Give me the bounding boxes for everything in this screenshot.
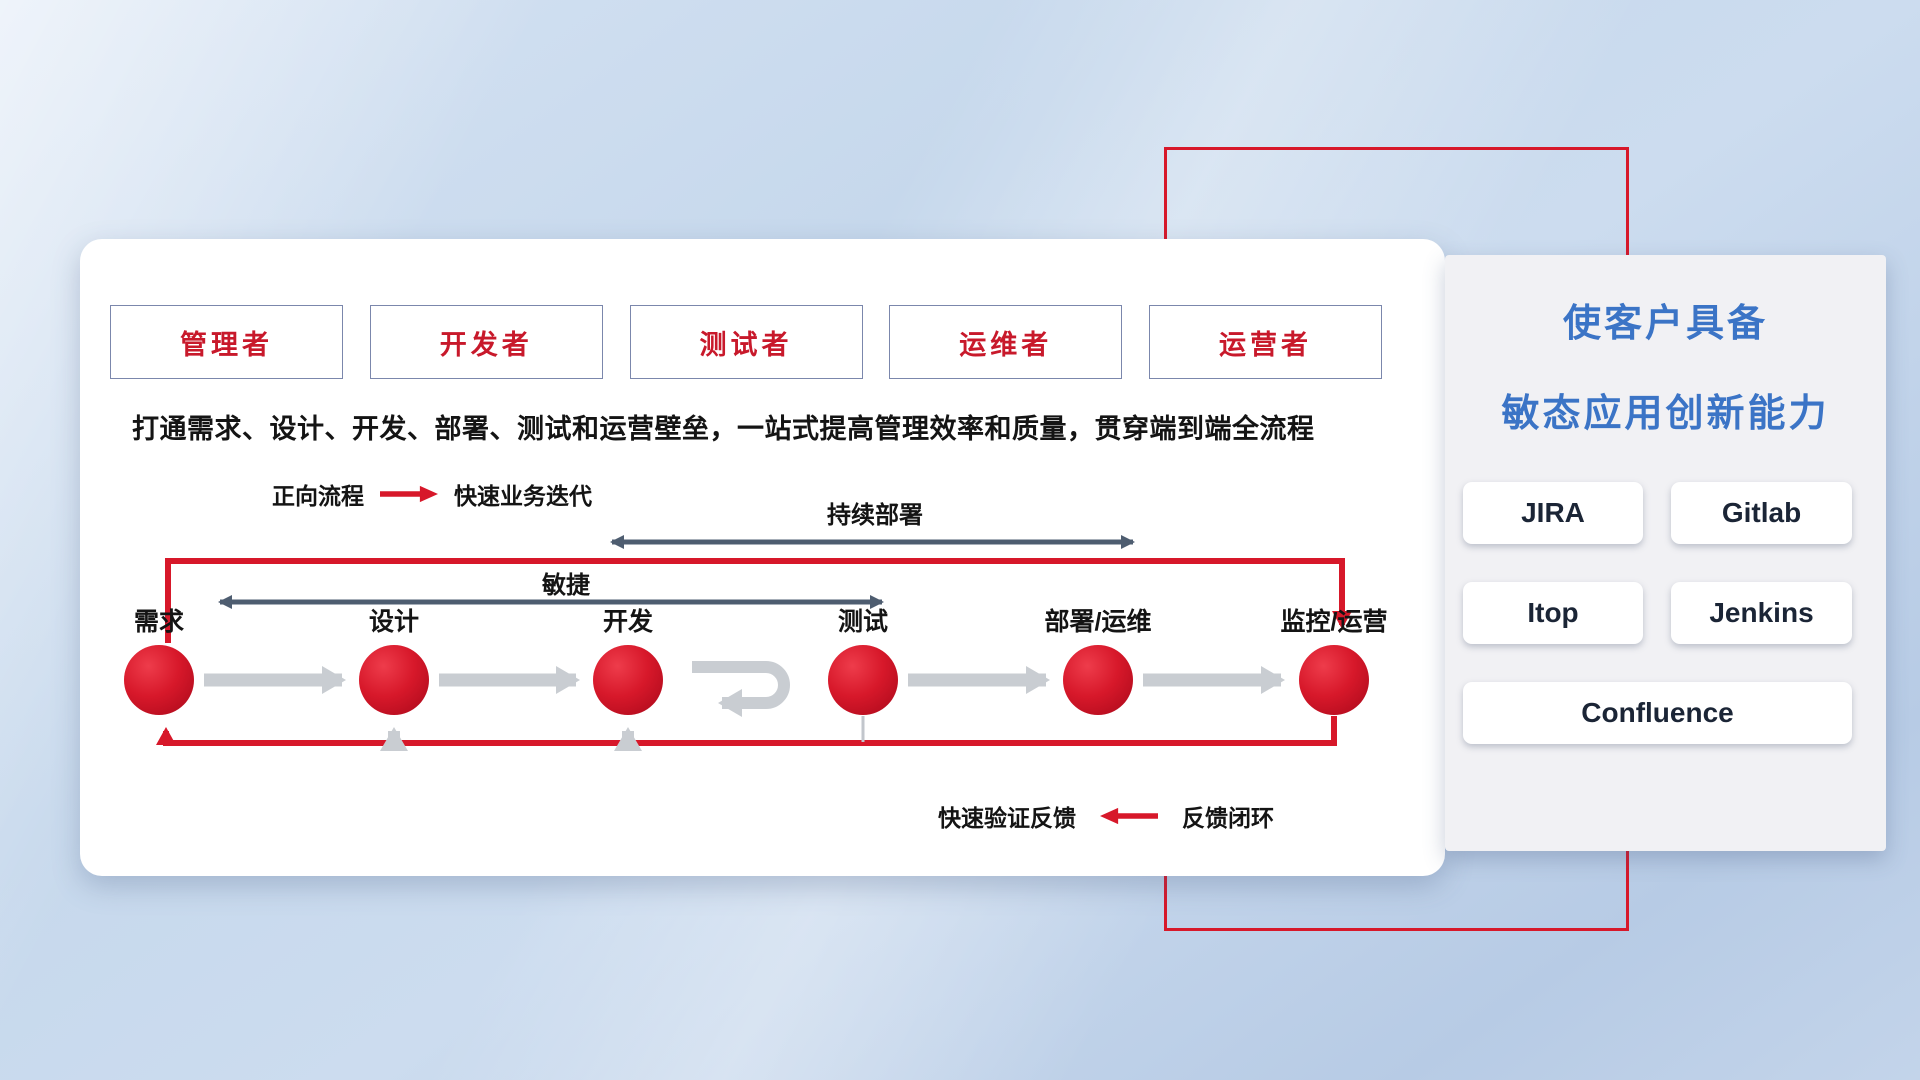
forward-flow-value: 快速业务迭代 <box>454 483 592 509</box>
role-box-tester: 测试者 <box>629 305 863 379</box>
continuous-deploy-label: 持续部署 <box>827 502 923 529</box>
feedback-loop-line <box>156 716 1337 746</box>
legend-forward: 正向流程 快速业务迭代 <box>272 477 592 511</box>
tool-gitlab: Gitlab <box>1671 482 1852 544</box>
tool-grid: JIRA Gitlab Itop Jenkins Confluence <box>1463 482 1868 744</box>
loop-iteration-arrow <box>692 661 790 717</box>
tool-jenkins: Jenkins <box>1671 582 1852 644</box>
tool-jira: JIRA <box>1463 482 1643 544</box>
feedback-value: 反馈闭环 <box>1182 805 1274 831</box>
panel-title-line2: 敏态应用创新能力 <box>1501 393 1830 435</box>
tool-confluence: Confluence <box>1463 682 1852 744</box>
flow-node-circle-deploy-ops <box>1063 645 1133 715</box>
flow-node-circle-requirement <box>124 645 194 715</box>
role-label: 运营者 <box>1219 329 1312 360</box>
panel-title: 使客户具备 敏态应用创新能力 <box>1445 279 1886 459</box>
role-label: 开发者 <box>439 329 533 360</box>
panel-title-line1: 使客户具备 <box>1562 303 1768 345</box>
left-arrow-icon <box>1100 807 1158 825</box>
feedback-label: 快速验证反馈 <box>938 805 1076 831</box>
role-label: 管理者 <box>180 329 273 360</box>
tool-itop: Itop <box>1463 582 1643 644</box>
node-label-requirement: 需求 <box>133 608 185 636</box>
agile-label: 敏捷 <box>542 572 590 599</box>
role-box-operator: 运营者 <box>1149 305 1382 379</box>
node-label-test: 测试 <box>837 608 889 636</box>
node-label-monitor: 监控/运营 <box>1280 608 1388 636</box>
node-label-design: 设计 <box>368 608 420 636</box>
right-arrow-icon <box>380 485 438 503</box>
legend-feedback: 快速验证反馈 反馈闭环 <box>938 799 1274 833</box>
roles-row: 管理者 开发者 测试者 运维者 运营者 <box>110 305 1382 379</box>
role-box-manager: 管理者 <box>110 305 343 379</box>
role-label: 运维者 <box>959 329 1053 360</box>
node-label-develop: 开发 <box>602 608 654 636</box>
role-box-ops: 运维者 <box>889 305 1123 379</box>
flow-node-circle-test <box>828 645 898 715</box>
flow-diagram <box>124 535 1369 751</box>
node-label-deploy-ops: 部署/运维 <box>1044 608 1152 636</box>
devops-flow-card: 管理者 开发者 测试者 运维者 运营者 打通需求、设计、开发、部署、测试和运营壁… <box>80 239 1445 876</box>
forward-flow-label: 正向流程 <box>272 483 364 509</box>
flow-node-circle-monitor <box>1299 645 1369 715</box>
role-box-developer: 开发者 <box>369 305 603 379</box>
flow-node-circle-develop <box>593 645 663 715</box>
role-label: 测试者 <box>699 329 793 360</box>
capability-panel: 使客户具备 敏态应用创新能力 JIRA Gitlab Itop Jenkins … <box>1445 255 1886 851</box>
forward-loop-line <box>165 558 1352 643</box>
description-text: 打通需求、设计、开发、部署、测试和运营壁垒，一站式提高管理效率和质量，贯穿端到端… <box>132 414 1315 444</box>
flow-node-circle-design <box>359 645 429 715</box>
